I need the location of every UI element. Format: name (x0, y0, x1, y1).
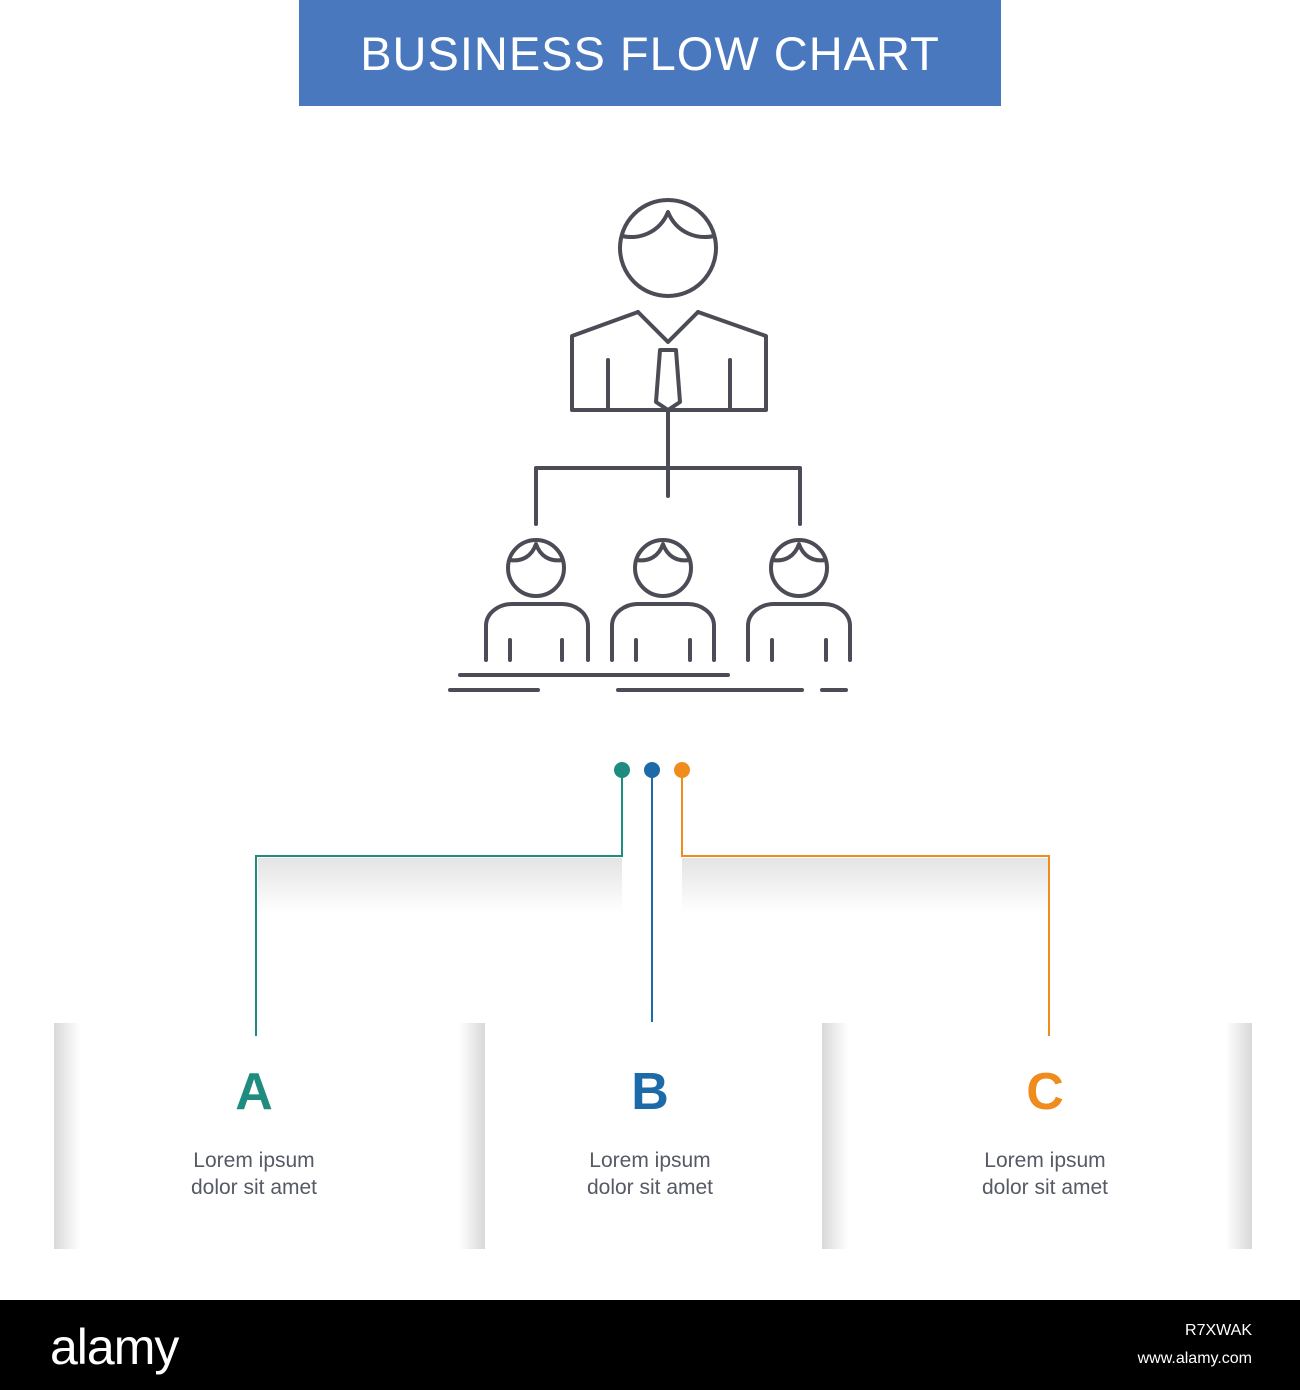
footer-logo: alamy (50, 1319, 179, 1375)
leader-head (618, 198, 718, 298)
team-member-center (610, 538, 716, 662)
card-c-letter: C (1026, 1063, 1064, 1121)
footer-url: www.alamy.com (1137, 1350, 1252, 1367)
card-b-line2: dolor sit amet (586, 1176, 714, 1199)
card-a-right-shade (459, 1023, 485, 1249)
leader-body (570, 310, 768, 412)
connector-c (681, 770, 1050, 1036)
card-a-text: Lorem ipsum dolor sit amet (104, 1147, 404, 1201)
team-hierarchy-icon (448, 198, 852, 692)
shade-a (258, 858, 622, 914)
leader-collar (636, 310, 700, 344)
footer-image-id: R7XWAK (1185, 1322, 1252, 1339)
connector-a (255, 770, 623, 1036)
flow-chart-art (54, 198, 1252, 1249)
card-c-left-shade (822, 1023, 848, 1249)
card-a-left-shade (54, 1023, 80, 1249)
card-b-text: Lorem ipsum dolor sit amet (500, 1147, 800, 1201)
page-title: BUSINESS FLOW CHART (360, 26, 940, 80)
card-b-line1: Lorem ipsum (589, 1149, 711, 1172)
card-c-line1: Lorem ipsum (984, 1149, 1106, 1172)
team-member-right (746, 538, 852, 662)
shade-c (682, 858, 1048, 914)
card-b-letter: B (631, 1063, 669, 1121)
card-a-line2: dolor sit amet (190, 1176, 318, 1199)
leader-hair (620, 210, 716, 239)
footer-bar: alamy R7XWAK www.alamy.com (0, 1300, 1300, 1390)
card-a-line1: Lorem ipsum (193, 1149, 315, 1172)
title-banner: BUSINESS FLOW CHART (299, 0, 1001, 106)
leader-tie (654, 348, 682, 412)
card-a-letter: A (235, 1063, 273, 1121)
team-member-left (484, 538, 590, 662)
card-c-text: Lorem ipsum dolor sit amet (895, 1147, 1195, 1201)
card-c-line2: dolor sit amet (981, 1176, 1109, 1199)
card-c-right-shade (1226, 1023, 1252, 1249)
